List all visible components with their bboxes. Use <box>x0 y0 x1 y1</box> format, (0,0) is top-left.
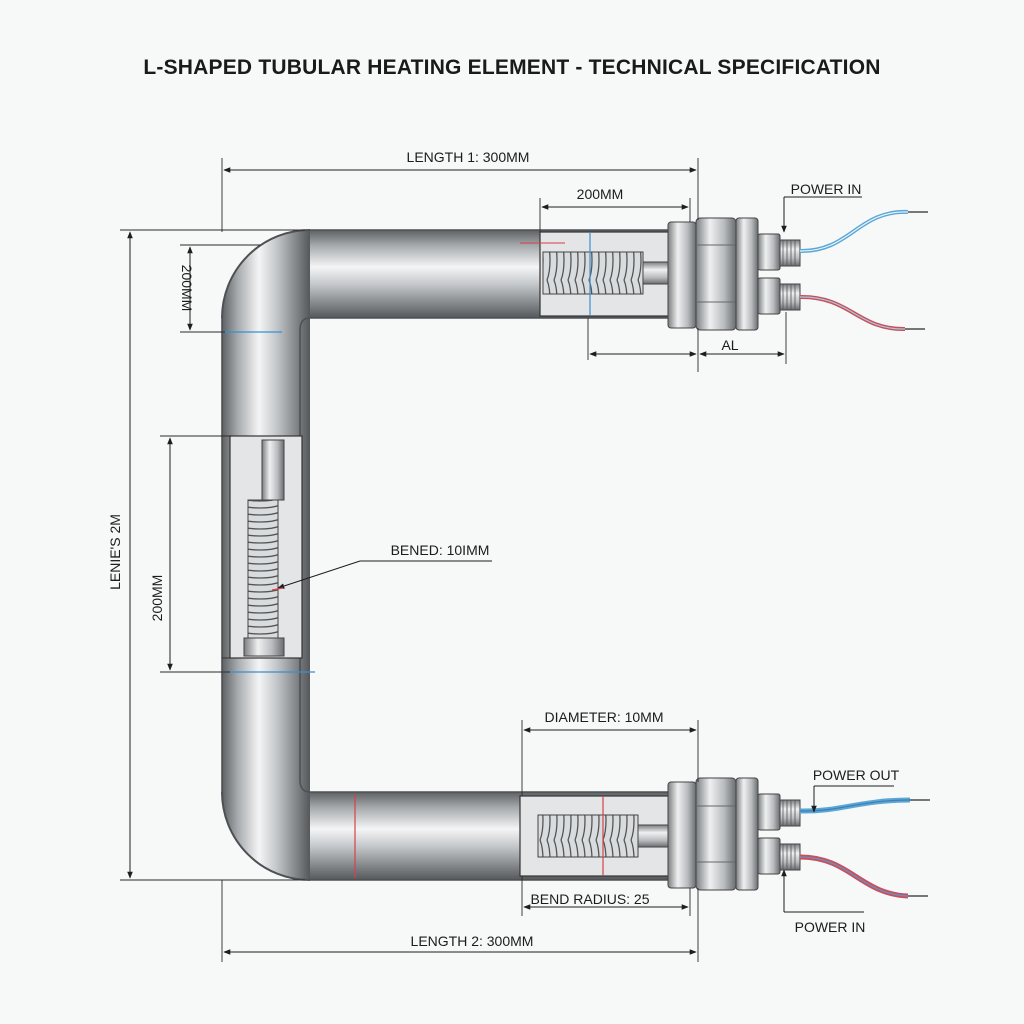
diagram-title: L-SHAPED TUBULAR HEATING ELEMENT - TECHN… <box>143 56 881 79</box>
top-power-in-label: POWER IN <box>791 181 862 197</box>
bottom-terminal-fitting <box>667 777 801 891</box>
bottom-wires <box>799 797 930 899</box>
left-mid-200mm-label: 200MM <box>149 575 165 622</box>
bottom-coil-cutaway <box>354 794 671 878</box>
length1-label: LENGTH 1: 300MM <box>407 149 530 165</box>
al-label: AL <box>721 337 738 353</box>
power-out-label: POWER OUT <box>813 767 900 783</box>
left-top-200mm-label: 200MM <box>179 265 195 312</box>
vertical-coil-cutaway <box>222 331 315 673</box>
top-200mm-label: 200MM <box>577 186 624 202</box>
top-coil-cutaway <box>520 231 671 317</box>
bend-radius-label: BEND RADIUS: 25 <box>530 891 649 907</box>
length2-label: LENGTH 2: 300MM <box>411 933 534 949</box>
overall-height-label: LENIE'S 2M <box>107 514 123 590</box>
diameter-label: DIAMETER: 10MM <box>544 709 663 725</box>
bend-label: BENED: 10IMM <box>391 542 490 558</box>
top-wires <box>799 209 928 332</box>
top-terminal-fitting <box>667 217 801 331</box>
bottom-power-in-label: POWER IN <box>795 919 866 935</box>
dimension-lines <box>120 158 894 962</box>
